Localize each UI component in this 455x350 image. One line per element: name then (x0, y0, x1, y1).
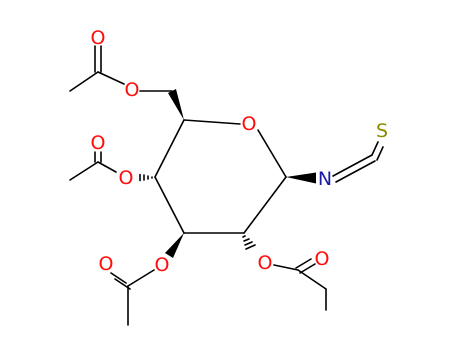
bond-c9-o9-double-a (110, 272, 127, 284)
sulfur-label: S (376, 120, 388, 142)
hashed-bond-c4-o4 (139, 173, 153, 182)
o3-ester-label: O (155, 254, 170, 276)
o2-carbonyl-label: O (315, 248, 330, 270)
o6-carbonyl-label: O (91, 27, 106, 49)
bond-c3-c4 (154, 176, 185, 234)
wedge-c1-n (286, 172, 316, 184)
isothiocyanate-group (286, 141, 384, 184)
bond-o6-c7 (97, 71, 125, 85)
c6-acetate-group (69, 45, 184, 120)
bond-c8-methyl (69, 161, 99, 181)
hashed-bond-c2-o2 (242, 235, 256, 250)
bond-c1-c2 (243, 176, 287, 234)
c2-acetate-group (242, 235, 327, 311)
bond-c10-o10-double-b (299, 263, 316, 274)
bond-n-c-double-a (332, 154, 373, 177)
bond-c10-o10-double-a (295, 258, 312, 269)
bond-c10-methyl (297, 269, 327, 290)
bond-c-s-double-b (376, 146, 384, 161)
c3-acetate-group (110, 233, 184, 326)
bond-c-s-double-a (371, 141, 379, 156)
atom-labels: O N S O O O O O O O O (91, 27, 389, 276)
bond-o2-c10 (273, 264, 299, 271)
ring-bonds (154, 119, 287, 234)
bond-o4-c8 (97, 161, 117, 173)
o3-carbonyl-label: O (99, 253, 114, 275)
bond-c7-methyl (69, 71, 99, 92)
bond-c5-o5 (183, 119, 241, 125)
o2-ester-label: O (258, 252, 273, 274)
bond-n-c-double-b (335, 160, 376, 183)
ring-oxygen-label: O (242, 113, 257, 135)
bond-c4-c5 (154, 119, 185, 178)
o6-ester-label: O (125, 79, 140, 101)
o4-ester-label: O (119, 167, 134, 189)
nitrogen-label: N (318, 168, 332, 190)
wedge-c3-o3 (165, 233, 184, 258)
bond-o5-c1 (257, 129, 287, 178)
c4-acetate-group (69, 151, 153, 182)
wedge-c5-c6 (168, 89, 184, 120)
bond-o3-c9 (127, 269, 155, 287)
o4-carbonyl-label: O (91, 132, 106, 154)
